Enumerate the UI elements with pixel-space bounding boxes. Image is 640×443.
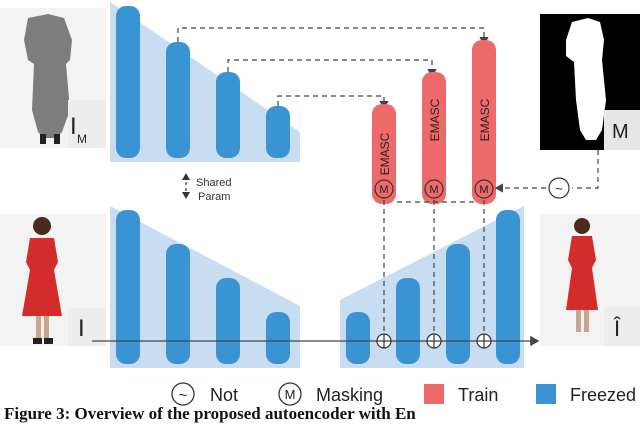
- decoder-panel: [340, 206, 524, 368]
- svg-text:~: ~: [179, 387, 188, 404]
- legend: ~ Not M Masking Train Freezed: [171, 382, 636, 406]
- mask-image: [540, 14, 640, 150]
- emasc-label: EMASC: [478, 98, 492, 141]
- input-image: [0, 214, 106, 346]
- svg-text:M: M: [77, 132, 87, 146]
- decoder-block: [496, 210, 520, 364]
- svg-text:Masking: Masking: [316, 385, 383, 405]
- shared-param: Shared Param: [182, 173, 231, 203]
- masked-encoder-block: [266, 106, 290, 158]
- emasc-block: [422, 72, 446, 204]
- svg-text:Train: Train: [458, 385, 498, 405]
- svg-text:M: M: [379, 184, 388, 196]
- output-label: Î: [613, 316, 621, 341]
- emasc-label: EMASC: [428, 98, 442, 141]
- add-operators: [376, 333, 492, 349]
- legend-masking: M Masking: [278, 382, 383, 406]
- mask-feed-lines: [396, 150, 599, 203]
- encoder-blocks: [116, 210, 290, 364]
- svg-text:I: I: [70, 113, 77, 140]
- svg-text:M: M: [479, 184, 488, 196]
- decoder-blocks: [346, 210, 520, 364]
- emasc-label: EMASC: [378, 132, 392, 175]
- legend-not: ~ Not: [171, 382, 238, 406]
- svg-text:M: M: [429, 184, 438, 196]
- not-operator: ~: [548, 177, 570, 199]
- masked-encoder-block: [116, 6, 140, 158]
- emasc-block: [472, 40, 496, 204]
- legend-freezed: Freezed: [536, 384, 636, 405]
- output-image: [540, 214, 640, 346]
- masked-input-image: [0, 8, 106, 148]
- emasc-to-decoder-lines: [383, 200, 485, 334]
- svg-text:Shared: Shared: [196, 177, 231, 189]
- mask-label: M: [612, 121, 629, 143]
- emasc-block: [372, 104, 396, 204]
- figure-caption: Figure 3: Overview of the proposed autoe…: [4, 404, 416, 423]
- decoder-block: [446, 244, 470, 364]
- svg-text:Freezed: Freezed: [570, 385, 636, 405]
- emasc-modules: EMASC EMASC EMASC: [372, 40, 496, 204]
- svg-text:Not: Not: [210, 385, 238, 405]
- masked-encoder-block: [166, 42, 190, 158]
- svg-text:~: ~: [555, 181, 563, 196]
- svg-text:Param: Param: [198, 191, 230, 203]
- encoder-block: [116, 210, 140, 364]
- decoder-block: [396, 278, 420, 364]
- legend-train: Train: [424, 384, 498, 405]
- masked-encoder-blocks: [116, 6, 290, 158]
- encoder-panel: [110, 206, 300, 368]
- svg-text:M: M: [285, 387, 296, 402]
- encoder-block: [266, 312, 290, 364]
- decoder-block: [346, 312, 370, 364]
- masked-encoder-block: [216, 72, 240, 158]
- masking-operators: M M M: [374, 179, 494, 199]
- skip-connections: [177, 27, 489, 110]
- input-label: I: [78, 315, 85, 342]
- encoder-block: [166, 244, 190, 364]
- masked-encoder-panel: [110, 2, 300, 162]
- encoder-block: [216, 278, 240, 364]
- masked-input-label: I M: [70, 113, 87, 146]
